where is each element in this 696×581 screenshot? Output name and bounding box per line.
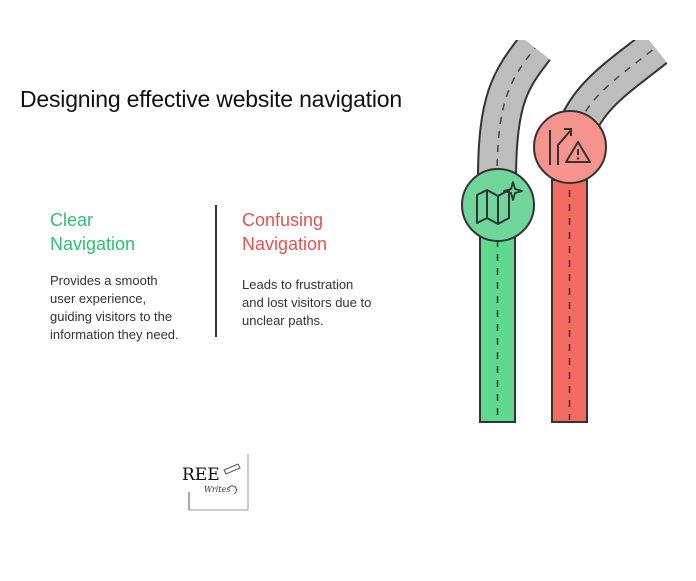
- confusing-navigation-column: Confusing Navigation Leads to frustratio…: [242, 208, 412, 330]
- clear-desc-line: user experience,: [50, 291, 147, 306]
- confusing-desc-line: Leads to frustration: [242, 277, 354, 292]
- confusing-navigation-description: Leads to frustration and lost visitors d…: [242, 276, 412, 330]
- logo-subtext: Writes: [204, 485, 230, 494]
- clear-desc-line: guiding visitors to the: [50, 309, 173, 324]
- confusing-navigation-heading: Confusing Navigation: [242, 208, 412, 256]
- confusing-desc-line: unclear paths.: [242, 313, 324, 328]
- clear-navigation-column: Clear Navigation Provides a smooth user …: [50, 208, 210, 344]
- confusing-desc-line: and lost visitors due to: [242, 295, 372, 310]
- clear-heading-line2: Navigation: [50, 234, 136, 254]
- logo: REE Writes: [176, 452, 250, 512]
- logo-text: REE: [182, 465, 220, 485]
- roads-illustration: [461, 40, 668, 423]
- confusing-road: [550, 40, 668, 423]
- map-sparkle-icon: [461, 168, 535, 242]
- confusing-heading-line1: Confusing: [242, 210, 324, 230]
- logo-mark: REE Writes: [182, 454, 249, 511]
- confusing-heading-line2: Navigation: [242, 234, 328, 254]
- clear-heading-line1: Clear: [50, 210, 94, 230]
- route-warning-icon: [533, 110, 607, 184]
- clear-desc-line: information they need.: [50, 327, 179, 342]
- page-title: Designing effective website navigation: [20, 86, 402, 112]
- clear-navigation-description: Provides a smooth user experience, guidi…: [50, 272, 210, 344]
- clear-navigation-heading: Clear Navigation: [50, 208, 210, 256]
- clear-desc-line: Provides a smooth: [50, 273, 158, 288]
- column-divider: [215, 205, 217, 337]
